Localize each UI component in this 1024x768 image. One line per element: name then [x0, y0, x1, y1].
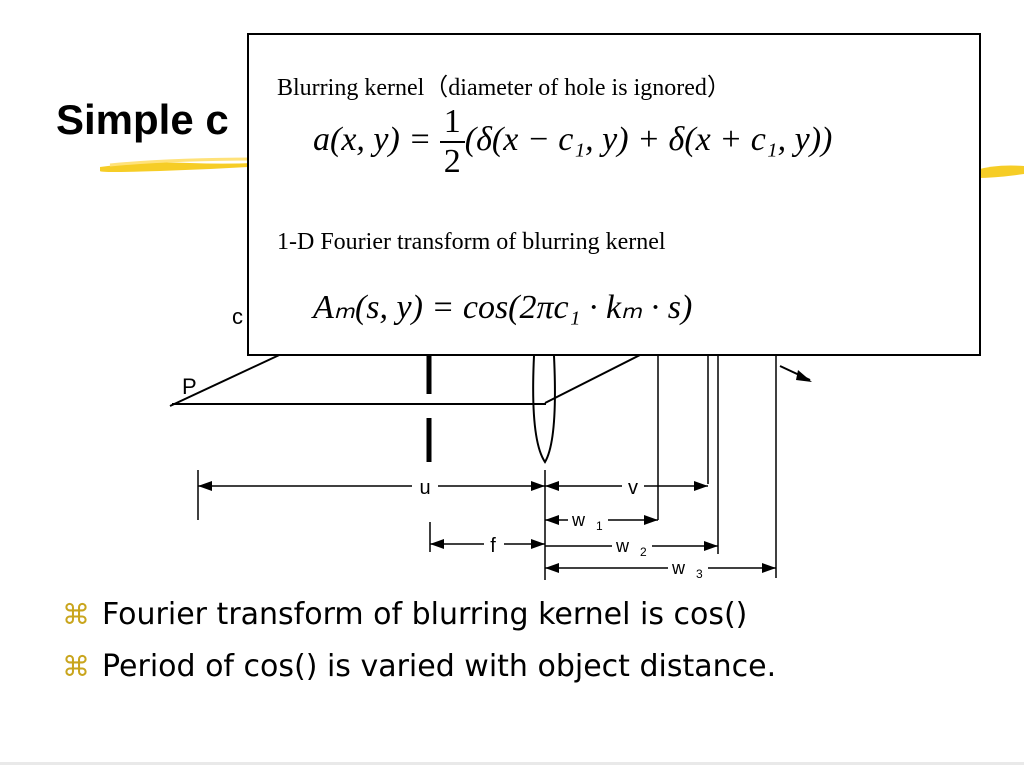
- equation-box: Blurring kernel（diameter of hole is igno…: [247, 33, 981, 356]
- bullet-text-2: Period of cos() is varied with object di…: [102, 648, 777, 684]
- eq2-text: Aₘ(s, y) = cos(2πc₁ · kₘ · s): [313, 289, 693, 326]
- command-bullet-icon: ⌘: [62, 597, 90, 631]
- command-bullet-icon: ⌘: [62, 649, 90, 683]
- label-v: v: [628, 477, 638, 499]
- title-underline-right: [976, 165, 1024, 178]
- arrow-head: [796, 370, 812, 382]
- label-w3: w: [671, 558, 686, 578]
- eq1-lhs: a(x, y) =: [313, 120, 440, 158]
- label-w2-sub: 2: [640, 545, 647, 559]
- label-p: P: [182, 374, 197, 399]
- eq1-numerator: 1: [439, 105, 465, 143]
- lens-shape: [532, 355, 556, 464]
- label-c: c: [232, 304, 243, 329]
- label-w2: w: [615, 536, 630, 556]
- bullet-text-1: Fourier transform of blurring kernel is …: [102, 596, 748, 632]
- equation-fourier-kernel: Aₘ(s, y) = cos(2πc₁ · kₘ · s): [313, 287, 692, 327]
- bullet-item-1: ⌘ Fourier transform of blurring kernel i…: [62, 588, 776, 640]
- optics-diagram: u v w 1 f w 2 w 3 c P: [169, 304, 812, 581]
- eq1-rhs: (δ(x − c₁, y) + δ(x + c₁, y)): [464, 120, 833, 158]
- label-w1-sub: 1: [596, 519, 603, 533]
- box-line-fourier: 1-D Fourier transform of blurring kernel: [277, 229, 666, 255]
- label-w3-sub: 3: [696, 567, 703, 581]
- ray-line-upper-left: [169, 349, 291, 407]
- ray-line-upper-right: [544, 354, 641, 404]
- footer-divider: [0, 762, 1024, 765]
- label-u: u: [419, 477, 430, 499]
- box-line-kernel: Blurring kernel（diameter of hole is igno…: [277, 75, 731, 101]
- bullet-item-2: ⌘ Period of cos() is varied with object …: [62, 640, 776, 692]
- slide-title: Simple c: [56, 96, 229, 143]
- label-f: f: [490, 535, 496, 557]
- eq1-denominator: 2: [443, 143, 461, 180]
- bullet-list: ⌘ Fourier transform of blurring kernel i…: [62, 588, 776, 692]
- label-w1: w: [571, 510, 586, 530]
